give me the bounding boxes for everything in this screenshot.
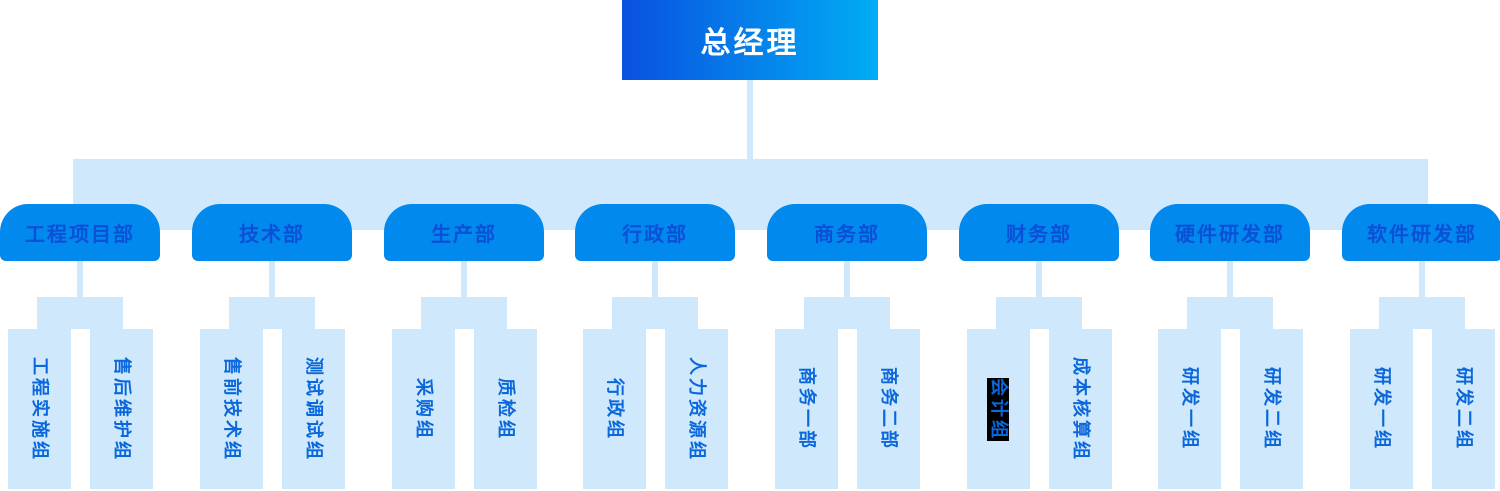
group-columns: 工程实施组 售后维护组 bbox=[7, 329, 153, 489]
group-columns: 商务一部 商务二部 bbox=[774, 329, 920, 489]
group-columns: 售前技术组 测试调试组 bbox=[199, 329, 345, 489]
dept-engineering-projects: 工程项目部 工程实施组 售后维护组 bbox=[0, 204, 176, 489]
connector-bridge bbox=[612, 297, 698, 329]
group-node-human-resources[interactable]: 人力资源组 bbox=[664, 329, 728, 489]
dept-node-software-rd[interactable]: 软件研发部 bbox=[1342, 204, 1500, 261]
group-node-procurement[interactable]: 采购组 bbox=[391, 329, 455, 489]
group-node-business-1[interactable]: 商务一部 bbox=[774, 329, 838, 489]
connector-bridge bbox=[1187, 297, 1273, 329]
connector-bridge bbox=[229, 297, 315, 329]
connector-stem bbox=[652, 261, 658, 297]
dept-production: 生产部 采购组 质检组 bbox=[368, 204, 560, 489]
connector-bridge bbox=[804, 297, 890, 329]
group-node-quality-inspection[interactable]: 质检组 bbox=[473, 329, 537, 489]
dept-label: 工程项目部 bbox=[25, 224, 135, 246]
connector-bridge bbox=[1379, 297, 1465, 329]
group-label: 采购组 bbox=[413, 377, 434, 441]
connector-stem bbox=[844, 261, 850, 297]
group-node-test-debug[interactable]: 测试调试组 bbox=[281, 329, 345, 489]
dept-node-engineering-projects[interactable]: 工程项目部 bbox=[0, 204, 160, 261]
dept-label: 财务部 bbox=[1006, 224, 1072, 246]
group-label: 行政组 bbox=[604, 377, 625, 441]
group-node-engineering-implementation[interactable]: 工程实施组 bbox=[7, 329, 71, 489]
group-label: 会计组 bbox=[987, 377, 1009, 441]
dept-business: 商务部 商务一部 商务二部 bbox=[751, 204, 943, 489]
group-label: 商务二部 bbox=[878, 367, 899, 451]
group-label: 研发二组 bbox=[1453, 367, 1474, 451]
group-label: 研发二组 bbox=[1261, 367, 1282, 451]
connector-stem bbox=[1419, 261, 1425, 297]
group-label: 质检组 bbox=[495, 377, 516, 441]
dept-node-production[interactable]: 生产部 bbox=[384, 204, 544, 261]
connector-stem bbox=[461, 261, 467, 297]
group-node-cost-accounting[interactable]: 成本核算组 bbox=[1048, 329, 1112, 489]
group-label: 研发一组 bbox=[1179, 367, 1200, 451]
connector-stem bbox=[77, 261, 83, 297]
dept-label: 行政部 bbox=[622, 224, 688, 246]
connector-stem bbox=[269, 261, 275, 297]
group-label: 商务一部 bbox=[796, 367, 817, 451]
dept-node-administration[interactable]: 行政部 bbox=[575, 204, 735, 261]
connector-bridge bbox=[996, 297, 1082, 329]
dept-label: 软件研发部 bbox=[1367, 224, 1477, 246]
dept-software-rd: 软件研发部 研发一组 研发二组 bbox=[1326, 204, 1500, 489]
group-node-accounting[interactable]: 会计组 bbox=[966, 329, 1030, 489]
group-label: 人力资源组 bbox=[686, 356, 707, 462]
dept-administration: 行政部 行政组 人力资源组 bbox=[559, 204, 751, 489]
connector-bridge bbox=[421, 297, 507, 329]
group-label: 测试调试组 bbox=[303, 356, 324, 462]
dept-technology: 技术部 售前技术组 测试调试组 bbox=[176, 204, 368, 489]
group-label: 售前技术组 bbox=[221, 356, 242, 462]
dept-node-technology[interactable]: 技术部 bbox=[192, 204, 352, 261]
group-label: 研发一组 bbox=[1371, 367, 1392, 451]
group-columns: 采购组 质检组 bbox=[391, 329, 537, 489]
group-node-hardware-rd-1[interactable]: 研发一组 bbox=[1157, 329, 1221, 489]
group-node-software-rd-2[interactable]: 研发二组 bbox=[1431, 329, 1495, 489]
group-label: 成本核算组 bbox=[1070, 356, 1091, 462]
group-node-hardware-rd-2[interactable]: 研发二组 bbox=[1239, 329, 1303, 489]
group-node-after-sales-maintenance[interactable]: 售后维护组 bbox=[89, 329, 153, 489]
connector-stem bbox=[1036, 261, 1042, 297]
dept-node-hardware-rd[interactable]: 硬件研发部 bbox=[1150, 204, 1310, 261]
group-node-business-2[interactable]: 商务二部 bbox=[856, 329, 920, 489]
dept-node-business[interactable]: 商务部 bbox=[767, 204, 927, 261]
group-node-software-rd-1[interactable]: 研发一组 bbox=[1349, 329, 1413, 489]
group-columns: 会计组 成本核算组 bbox=[966, 329, 1112, 489]
group-node-presales-tech[interactable]: 售前技术组 bbox=[199, 329, 263, 489]
group-node-admin[interactable]: 行政组 bbox=[582, 329, 646, 489]
dept-hardware-rd: 硬件研发部 研发一组 研发二组 bbox=[1134, 204, 1326, 489]
dept-finance: 财务部 会计组 成本核算组 bbox=[943, 204, 1135, 489]
dept-label: 硬件研发部 bbox=[1175, 224, 1285, 246]
connector-root-stem bbox=[747, 80, 753, 160]
general-manager-label: 总经理 bbox=[700, 27, 800, 60]
group-columns: 研发一组 研发二组 bbox=[1349, 329, 1495, 489]
dept-label: 生产部 bbox=[431, 224, 497, 246]
group-columns: 行政组 人力资源组 bbox=[582, 329, 728, 489]
dept-label: 技术部 bbox=[239, 224, 305, 246]
connector-bridge bbox=[37, 297, 123, 329]
group-label: 工程实施组 bbox=[29, 356, 50, 462]
group-columns: 研发一组 研发二组 bbox=[1157, 329, 1303, 489]
group-label: 售后维护组 bbox=[111, 356, 132, 462]
connector-stem bbox=[1227, 261, 1233, 297]
dept-node-finance[interactable]: 财务部 bbox=[959, 204, 1119, 261]
dept-label: 商务部 bbox=[814, 224, 880, 246]
general-manager-node[interactable]: 总经理 bbox=[622, 0, 878, 80]
